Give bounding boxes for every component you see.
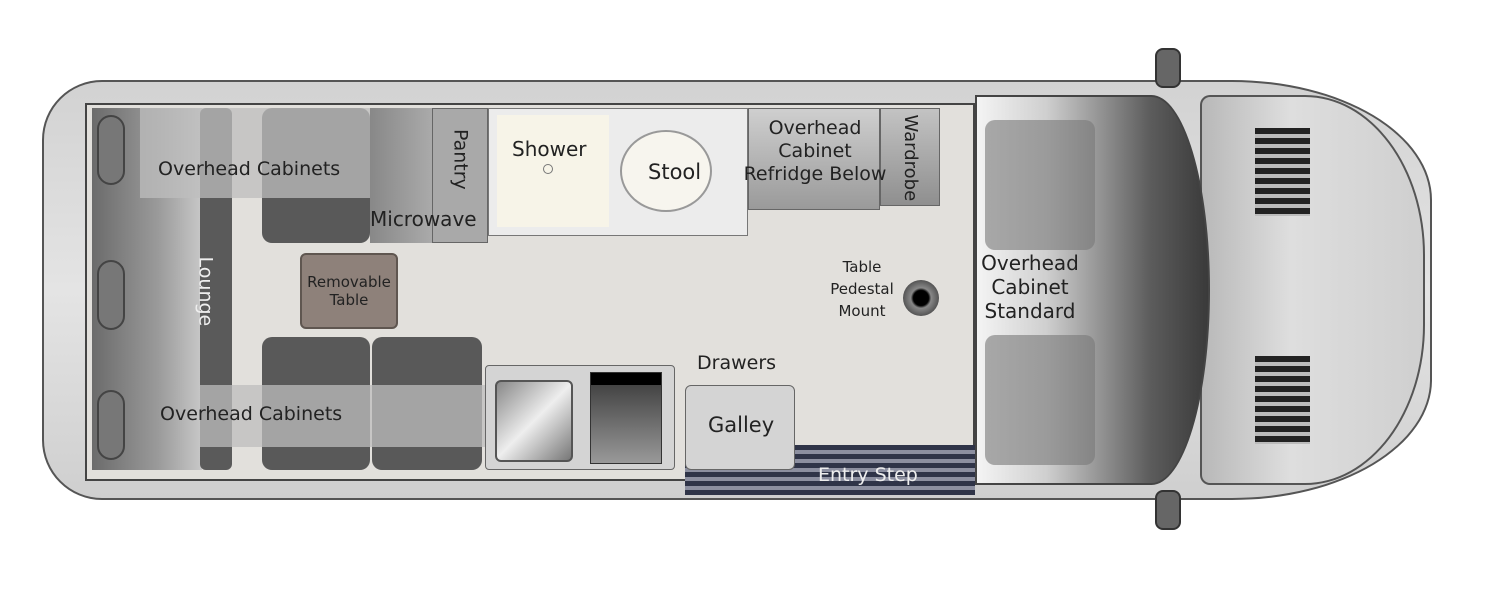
label-line: Pedestal: [830, 279, 894, 298]
label-pantry: Pantry: [449, 128, 472, 190]
wardrobe-unit: [880, 108, 940, 206]
sink-icon: [495, 380, 573, 462]
pantry-unit: [432, 108, 488, 243]
label-overhead-cabinet-standard: Overhead Cabinet Standard: [972, 251, 1088, 323]
label-line: Overhead: [981, 251, 1079, 275]
label-lounge: Lounge: [194, 256, 217, 327]
rear-pad: [97, 115, 125, 185]
pedestal-mount-icon: [903, 280, 939, 316]
label-line: Table: [842, 258, 882, 276]
van-hood: [1200, 95, 1425, 485]
label-line: Removable: [307, 273, 391, 291]
side-mirror-right: [1155, 490, 1181, 530]
shower-pan: [497, 115, 609, 227]
label-drawers: Drawers: [697, 352, 777, 374]
label-overhead-cabinets-bottom: Overhead Cabinets: [160, 403, 343, 425]
label-line: Standard: [984, 299, 1076, 323]
label-line: Table: [329, 291, 369, 309]
overhead-cabinets-bottom: [200, 385, 490, 447]
toilet-bowl: [620, 130, 712, 212]
passenger-seat: [985, 335, 1095, 465]
hood-vent-bottom: [1255, 356, 1310, 444]
label-entry-step: Entry Step: [818, 464, 918, 486]
driver-seat: [985, 120, 1095, 250]
label-table-pedestal-mount: Table Pedestal Mount: [822, 257, 902, 322]
shower-drain-icon: [543, 164, 553, 174]
refrigerator-cabinet: [748, 108, 880, 210]
label-overhead-cabinet-refridge: Overhead Cabinet Refridge Below: [742, 117, 888, 185]
label-shower: Shower: [512, 137, 587, 161]
label-line: Overhead: [768, 117, 862, 139]
label-line: Cabinet: [991, 275, 1069, 299]
label-wardrobe: Wardrobe: [899, 114, 921, 202]
rear-pad: [97, 260, 125, 330]
rear-pad: [97, 390, 125, 460]
label-line: Refridge Below: [743, 162, 887, 185]
label-galley: Galley: [708, 413, 775, 437]
label-line: Mount: [838, 301, 886, 320]
hood-vent-top: [1255, 128, 1310, 216]
label-line: Cabinet: [778, 139, 852, 162]
side-mirror-left: [1155, 48, 1181, 88]
galley-cabinet: [685, 385, 795, 470]
label-removable-table: Removable Table: [300, 273, 398, 309]
cooktop-icon: [590, 372, 662, 464]
microwave-unit: [370, 108, 432, 243]
label-microwave: Microwave: [370, 207, 477, 231]
removable-table: [300, 253, 398, 329]
label-overhead-cabinets-top: Overhead Cabinets: [158, 158, 341, 180]
label-stool: Stool: [648, 160, 702, 184]
overhead-cabinets-top: [140, 108, 370, 198]
